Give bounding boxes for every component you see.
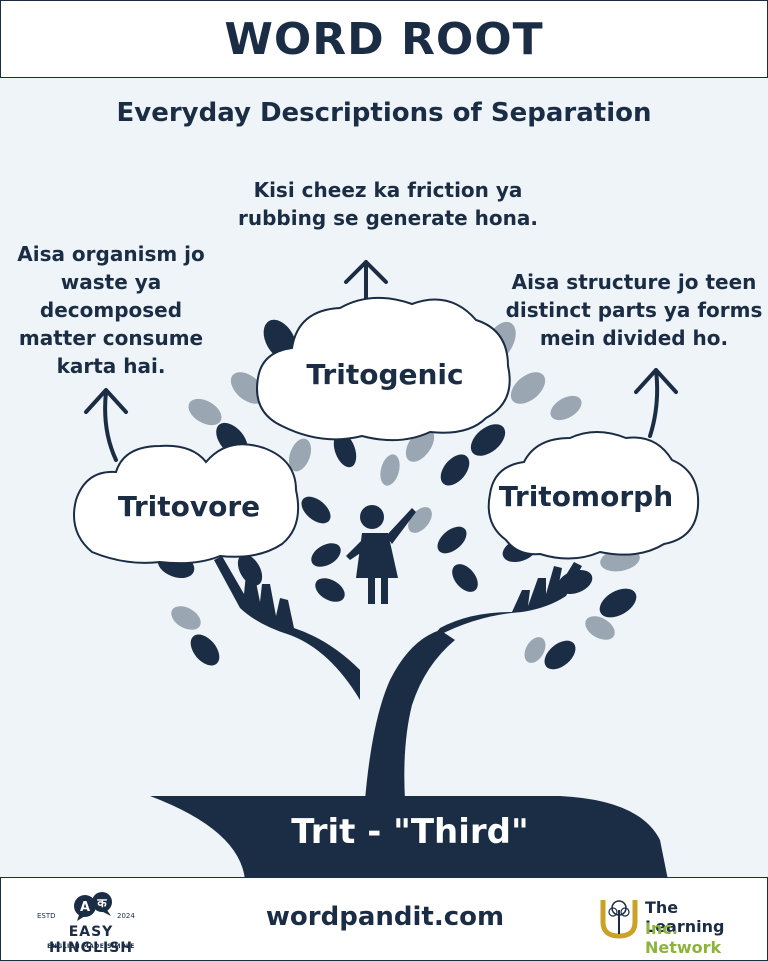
- subtitle: Everyday Descriptions of Separation: [116, 98, 652, 128]
- description-tritovore: Aisa organism jo waste ya decomposed mat…: [17, 242, 205, 378]
- arrow-left: [84, 388, 128, 462]
- leaf: [470, 424, 506, 456]
- cloud-tritomorph: [487, 431, 700, 560]
- leaf: [237, 554, 263, 586]
- logo-year: 2024: [117, 912, 135, 920]
- speech-bubbles-icon: A क: [74, 892, 112, 921]
- svg-text:A: A: [80, 900, 90, 915]
- cloud-tritovore: [73, 443, 300, 565]
- leaf: [437, 526, 467, 554]
- leaf: [524, 637, 546, 663]
- leaf: [190, 634, 220, 666]
- description-tritogenic: Kisi cheez ka friction ya rubbing se gen…: [238, 178, 538, 230]
- footer: A क ESTD 2024 EASY HINGLISH ENGLISH MADE…: [0, 877, 768, 961]
- logo-estd: ESTD: [37, 912, 56, 920]
- leaf: [550, 395, 582, 421]
- description-tritomorph: Aisa structure jo teen distinct parts ya…: [505, 270, 763, 350]
- website-link[interactable]: wordpandit.com: [265, 902, 505, 932]
- clouds: [73, 296, 700, 565]
- leaf: [333, 432, 357, 468]
- leaf: [171, 606, 201, 630]
- logo-name: EASY HINGLISH: [48, 924, 134, 956]
- word-tritomorph: Tritomorph: [498, 480, 674, 513]
- word-tritogenic: Tritogenic: [306, 358, 464, 391]
- leaf: [311, 543, 341, 567]
- root-label: Trit - "Third": [291, 812, 529, 852]
- tree-trunk: [365, 630, 455, 800]
- logo-line1: The Learning: [645, 898, 725, 936]
- child-silhouette: [346, 505, 416, 604]
- leaf: [380, 454, 400, 486]
- arrow-right: [634, 368, 678, 438]
- logo-line2: Inc. Network: [645, 919, 722, 957]
- leaf: [188, 398, 222, 426]
- easy-hinglish-logo: A क ESTD 2024 EASY HINGLISH ENGLISH MADE…: [29, 888, 153, 956]
- ground: [150, 796, 668, 880]
- leaf: [510, 372, 546, 404]
- cloud-tritogenic: [256, 296, 511, 442]
- logo-tagline: ENGLISH MADE SIMPLE: [47, 943, 135, 950]
- header-banner: WORD ROOT: [0, 0, 768, 78]
- page-title: WORD ROOT: [224, 13, 544, 65]
- leaf: [544, 640, 576, 670]
- right-hand: [430, 562, 582, 640]
- leaf: [301, 496, 331, 524]
- left-hand: [214, 556, 360, 700]
- leaf: [288, 438, 312, 472]
- svg-text:क: क: [96, 896, 107, 910]
- leaf: [440, 454, 470, 486]
- word-tritovore: Tritovore: [117, 490, 261, 523]
- leaf: [599, 588, 637, 618]
- leaf: [452, 564, 478, 592]
- leaf: [315, 578, 345, 602]
- learning-inc-logo: The Learning Inc. Network: [599, 892, 759, 957]
- tree-u-icon: [600, 900, 638, 939]
- tree-illustration: [73, 260, 700, 880]
- leaf: [585, 616, 615, 640]
